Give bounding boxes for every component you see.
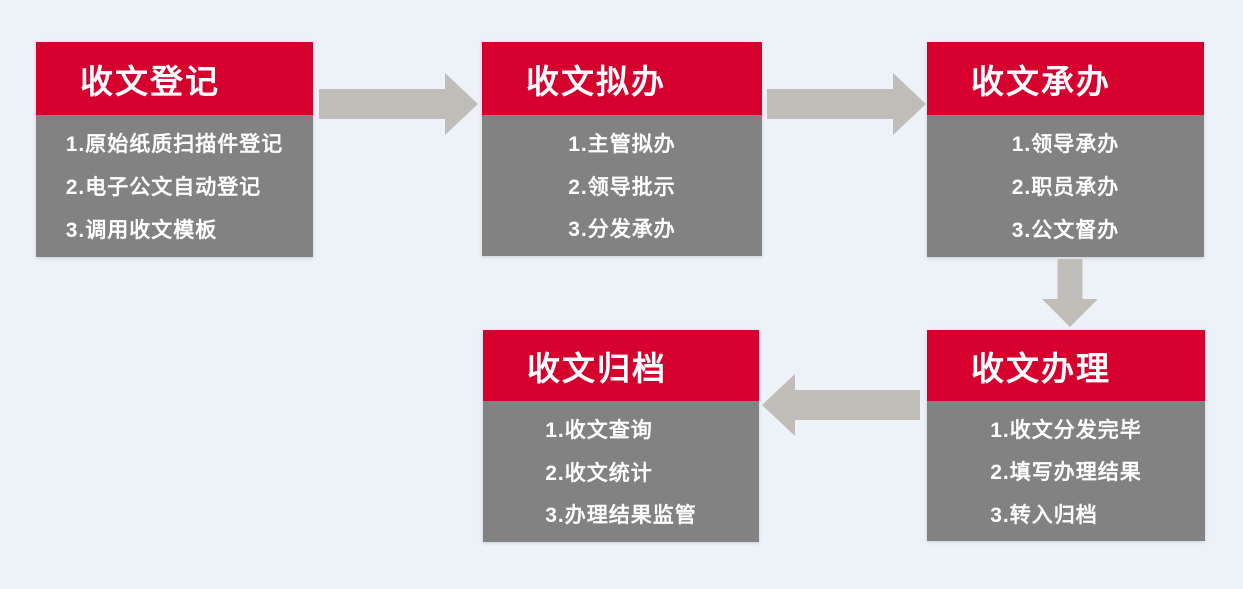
flow-step-item: 2.职员承办 — [1011, 176, 1120, 199]
flow-box-undertaking-title: 收文承办 — [927, 42, 1204, 115]
flow-box-drafting-title: 收文拟办 — [482, 42, 762, 115]
flow-step-item: 3.公文督办 — [1011, 219, 1120, 242]
flow-step-item: 3.分发承办 — [568, 218, 676, 242]
flow-step-item: 3.转入归档 — [990, 503, 1098, 527]
flow-box-handling-body: 1.收文分发完毕 2.填写办理结果 3.转入归档 — [927, 401, 1205, 541]
flow-step-item: 1.收文查询 — [545, 418, 653, 442]
arrow-right-icon — [319, 73, 478, 135]
flow-box-handling: 收文办理 1.收文分发完毕 2.填写办理结果 3.转入归档 — [927, 330, 1205, 541]
flow-box-registration-title: 收文登记 — [36, 42, 313, 115]
arrow-down-icon — [1042, 259, 1098, 327]
flow-step-item: 3.调用收文模板 — [65, 219, 218, 242]
flow-box-handling-title: 收文办理 — [927, 330, 1205, 401]
flow-step-item: 2.电子公文自动登记 — [65, 176, 262, 199]
flow-box-archiving: 收文归档 1.收文查询 2.收文统计 3.办理结果监管 — [483, 330, 759, 542]
flow-box-registration: 收文登记 1.原始纸质扫描件登记 2.电子公文自动登记 3.调用收文模板 — [36, 42, 313, 257]
flow-step-item: 1.领导承办 — [1011, 133, 1120, 156]
flow-box-archiving-title: 收文归档 — [483, 330, 759, 401]
flow-step-item: 1.主管拟办 — [568, 132, 676, 156]
flow-step-item: 2.收文统计 — [545, 461, 653, 485]
flow-step-item: 2.领导批示 — [568, 175, 676, 199]
flow-step-item: 1.收文分发完毕 — [990, 418, 1142, 442]
flow-box-archiving-body: 1.收文查询 2.收文统计 3.办理结果监管 — [483, 401, 759, 542]
flow-box-undertaking-body: 1.领导承办 2.职员承办 3.公文督办 — [927, 115, 1204, 257]
flow-step-item: 3.办理结果监管 — [545, 504, 697, 528]
arrow-left-icon — [762, 374, 920, 436]
flow-box-undertaking: 收文承办 1.领导承办 2.职员承办 3.公文督办 — [927, 42, 1204, 257]
flow-box-drafting-body: 1.主管拟办 2.领导批示 3.分发承办 — [482, 115, 762, 256]
flow-box-registration-body: 1.原始纸质扫描件登记 2.电子公文自动登记 3.调用收文模板 — [36, 115, 313, 257]
flow-step-item: 1.原始纸质扫描件登记 — [65, 133, 284, 156]
flow-step-item: 2.填写办理结果 — [990, 461, 1142, 484]
flow-box-drafting: 收文拟办 1.主管拟办 2.领导批示 3.分发承办 — [482, 42, 762, 256]
arrow-right-icon — [767, 73, 926, 135]
